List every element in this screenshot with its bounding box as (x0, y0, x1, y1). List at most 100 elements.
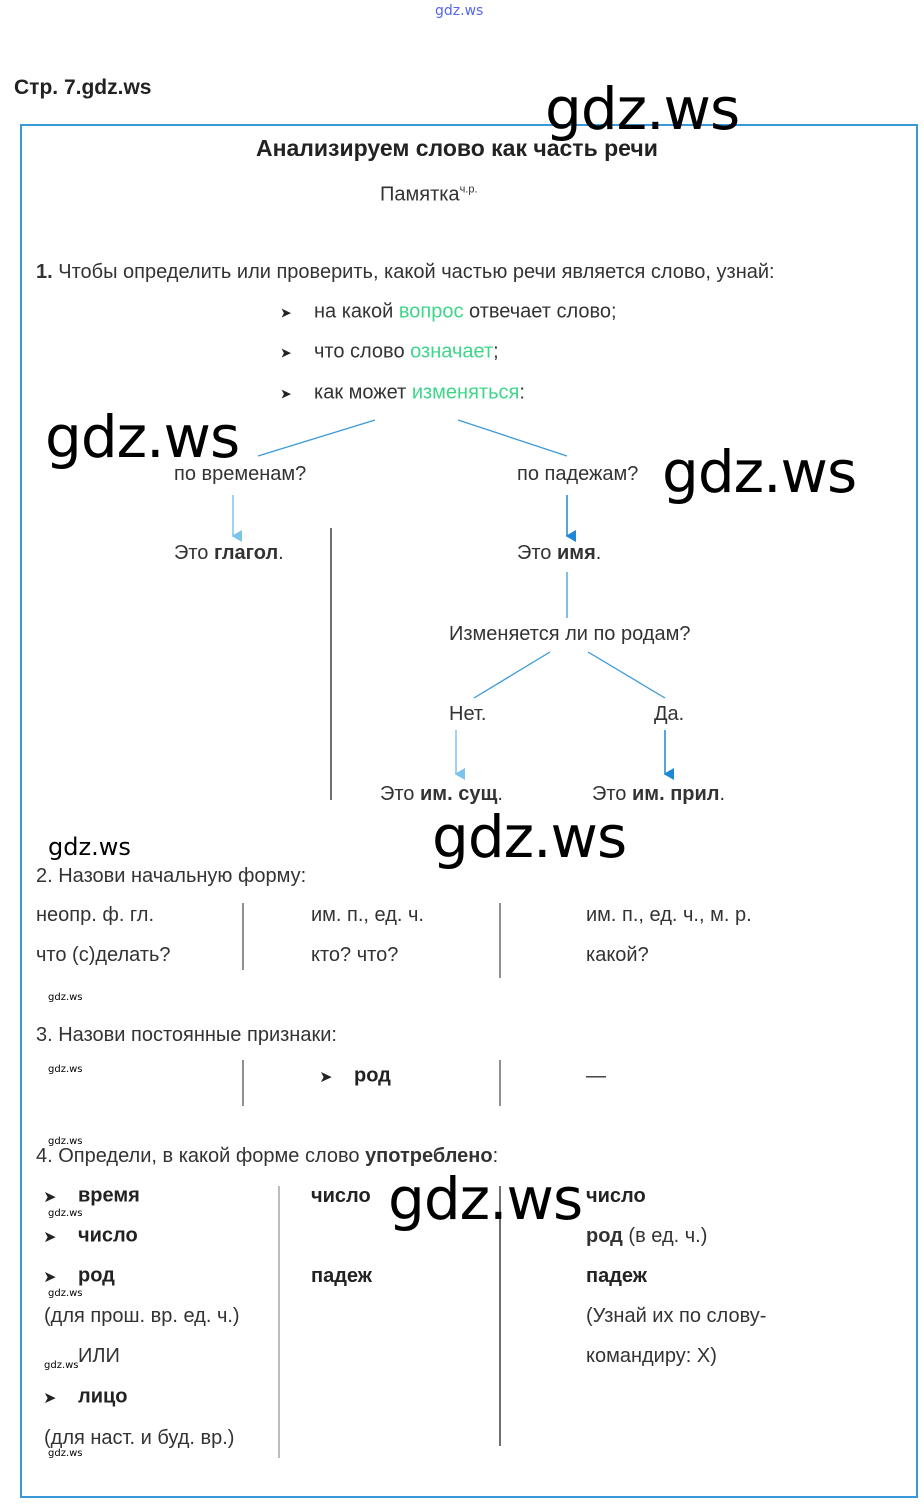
cell: число (311, 1185, 371, 1207)
cell: неопр. ф. гл. (36, 904, 155, 926)
tree-adjective: Это им. прил. (592, 782, 725, 806)
cell: (для наст. и буд. вр.) (44, 1427, 235, 1449)
cell: ИЛИ (78, 1345, 120, 1367)
cell: род (в ед. ч.) (586, 1224, 707, 1248)
highlight: вопрос (398, 300, 464, 323)
text: имя (557, 542, 596, 564)
watermark: gdz.ws (48, 1448, 83, 1459)
watermark: gdz.ws (48, 992, 83, 1003)
text: число (78, 1224, 138, 1247)
section-2-title: 2. Назови начальную форму: (36, 865, 307, 887)
watermark: gdz.ws (44, 1360, 79, 1371)
list-item: ➤ как может изменяться: (280, 381, 525, 406)
tree-right-question: по падежам? (517, 463, 639, 485)
cell: падеж (586, 1265, 647, 1287)
text: на какой (314, 300, 399, 323)
text: род (78, 1264, 115, 1287)
section-1: 1. Чтобы определить или проверить, какой… (36, 260, 775, 284)
cell: ➤ род (320, 1064, 391, 1089)
text: : (519, 381, 525, 404)
branch-line (257, 419, 376, 457)
tree-name: Это имя. (517, 541, 601, 565)
text: Это (174, 542, 214, 564)
tree-no: Нет. (449, 703, 487, 725)
section-4-title: 4. Определи, в какой форме слово употреб… (36, 1144, 498, 1168)
arrowhead-bullet-icon: ➤ (280, 344, 292, 361)
tree-noun: Это им. сущ. (380, 782, 503, 806)
highlight: изменяться (411, 381, 520, 404)
arrowhead-bullet-icon: ➤ (44, 1268, 56, 1285)
tree-verb: Это глагол. (174, 541, 284, 565)
arrowhead-bullet-icon: ➤ (44, 1188, 56, 1205)
watermark: gdz.ws (662, 438, 857, 506)
text: отвечает слово; (463, 300, 617, 323)
highlight: означает (410, 340, 494, 363)
cell: что (с)делать? (36, 944, 171, 966)
page-title: Анализируем слово как часть речи (256, 135, 658, 161)
text: род (586, 1225, 623, 1247)
list-item: ➤ что слово означает; (280, 340, 499, 365)
watermark: gdz.ws (48, 1136, 83, 1147)
watermark: gdz.ws (432, 803, 627, 871)
section-3-title: 3. Назови постоянные признаки: (36, 1024, 337, 1046)
arrowhead-bullet-icon: ➤ (320, 1068, 332, 1085)
watermark: gdz.ws (48, 1208, 83, 1219)
tree-gender-question: Изменяется ли по родам? (449, 623, 691, 645)
text: . (719, 783, 726, 805)
branch-line (473, 651, 551, 699)
cell: какой? (586, 944, 649, 966)
text: Это (592, 783, 632, 805)
cell: ➤ время (44, 1184, 140, 1209)
cell: число (586, 1185, 646, 1207)
cell: падеж (311, 1265, 372, 1287)
cell: им. п., ед. ч. (311, 904, 424, 926)
tree-left-question: по временам? (174, 463, 307, 485)
text: 4. Определи, в какой форме слово (36, 1145, 366, 1167)
cell: кто? что? (311, 944, 399, 966)
text: Это (517, 542, 557, 564)
arrowhead-bullet-icon: ➤ (44, 1389, 56, 1406)
text: время (78, 1184, 140, 1207)
text: Это (380, 783, 420, 805)
text: род (354, 1064, 391, 1087)
text: глагол (214, 542, 279, 564)
arrowhead-bullet-icon: ➤ (280, 385, 292, 402)
branch-line (457, 419, 568, 457)
branch-line (587, 651, 666, 699)
text: что слово (314, 340, 411, 363)
text: . (278, 542, 284, 564)
text: : (492, 1145, 499, 1167)
watermark: gdz.ws (48, 1064, 83, 1075)
cell: — (586, 1065, 606, 1087)
watermark-top: gdz.ws (435, 3, 484, 19)
watermark: gdz.ws (48, 1288, 83, 1299)
watermark: gdz.ws (45, 403, 240, 471)
memo-box (20, 124, 918, 1498)
cell: ➤ лицо (44, 1385, 128, 1410)
text: лицо (78, 1385, 128, 1408)
text: . (497, 783, 503, 805)
cell: (Узнай их по слову- (586, 1305, 767, 1327)
cell: им. п., ед. ч., м. р. (586, 904, 752, 926)
arrowhead-bullet-icon: ➤ (280, 304, 292, 321)
text: (в ед. ч.) (622, 1225, 708, 1247)
watermark: gdz.ws (48, 833, 131, 861)
text: ; (493, 340, 499, 363)
text: употреблено (365, 1145, 493, 1167)
watermark: gdz.ws (545, 75, 740, 143)
text: им. прил (632, 783, 720, 805)
list-item: ➤ на какой вопрос отвечает слово; (280, 300, 617, 325)
cell: ➤число (44, 1224, 138, 1249)
text: . (595, 542, 602, 564)
section-number: 1. (36, 261, 53, 283)
subtitle: Памяткач.р. (380, 178, 478, 207)
subtitle-text: Памятка (380, 183, 460, 206)
cell: командиру: Х) (586, 1345, 717, 1367)
cell: ➤ род (44, 1264, 115, 1289)
tree-yes: Да. (654, 703, 685, 725)
section-text: Чтобы определить или проверить, какой ча… (58, 261, 775, 283)
text: как может (314, 381, 412, 404)
subtitle-sup: ч.р. (459, 183, 478, 196)
